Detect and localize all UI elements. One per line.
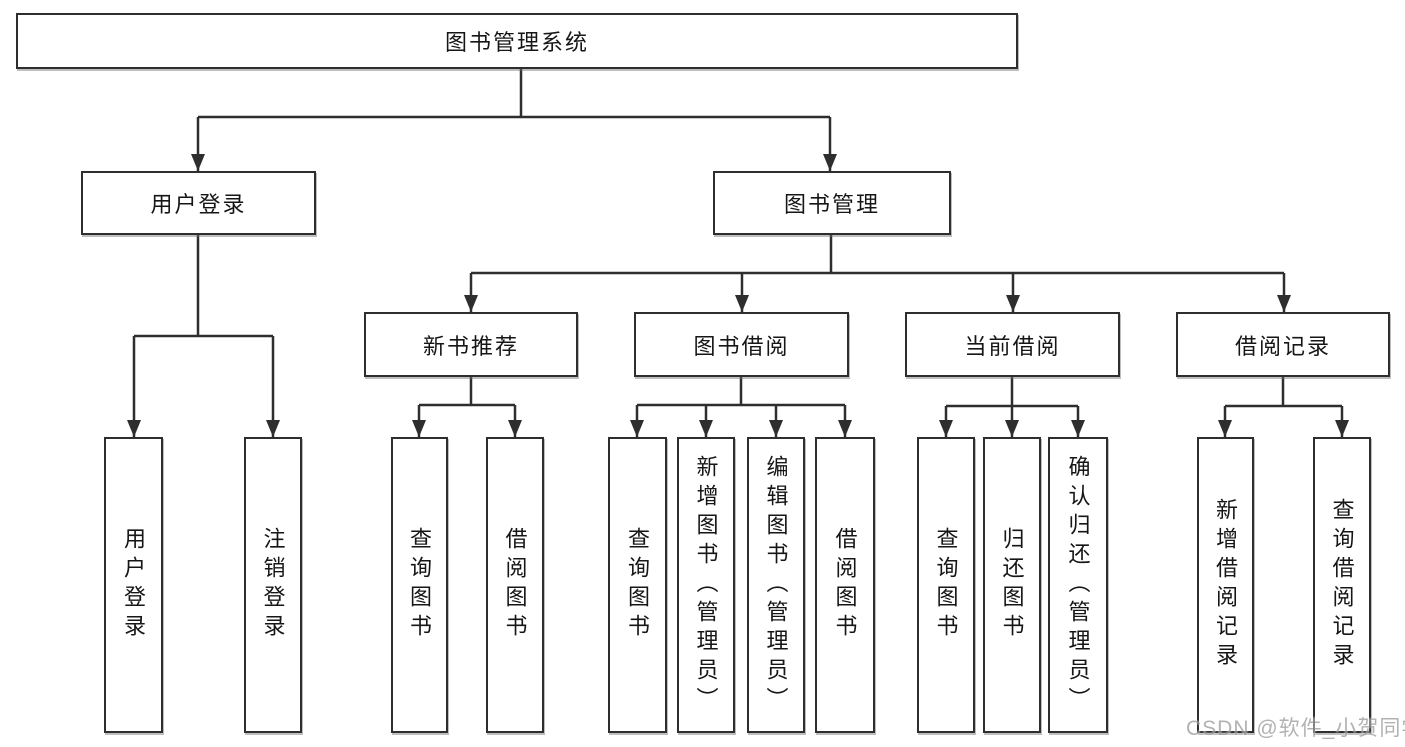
node-book-borrowing: 图书借阅	[634, 312, 849, 377]
leaf-user-login: 用户登录	[104, 437, 163, 733]
connector-current-borrowing-children	[939, 377, 1085, 437]
leaf-borrow-books-borrowing: 借阅图书	[815, 437, 875, 733]
csdn-watermark: CSDN @软件_小贺同学	[1186, 717, 1405, 740]
connector-new-book-children	[412, 377, 522, 437]
node-user-login: 用户登录	[81, 171, 316, 235]
node-new-book-recommendation: 新书推荐	[364, 312, 578, 377]
connector-book-management-children	[464, 235, 1291, 312]
connector-user-login-children	[127, 235, 280, 437]
leaf-edit-books-admin: 编辑图书（管理员）	[747, 437, 805, 733]
node-library-system: 图书管理系统	[16, 13, 1018, 69]
connector-borrow-records-children	[1218, 377, 1349, 437]
connector-root-to-branches	[191, 69, 837, 171]
leaf-query-books-borrowing: 查询图书	[608, 437, 667, 733]
leaf-add-books-admin: 新增图书（管理员）	[677, 437, 735, 733]
connector-book-borrowing-children	[630, 377, 852, 437]
node-book-management: 图书管理	[713, 171, 951, 235]
leaf-borrow-books-recommend: 借阅图书	[486, 437, 544, 733]
leaf-query-borrow-record: 查询借阅记录	[1313, 437, 1371, 733]
leaf-logout-login: 注销登录	[244, 437, 302, 733]
leaf-query-books-recommend: 查询图书	[391, 437, 448, 733]
node-current-borrowing: 当前借阅	[905, 312, 1120, 377]
leaf-query-books-current: 查询图书	[917, 437, 975, 733]
leaf-return-books: 归还图书	[983, 437, 1041, 733]
leaf-confirm-return-admin: 确认归还（管理员）	[1048, 437, 1108, 733]
leaf-add-borrow-record: 新增借阅记录	[1197, 437, 1254, 733]
node-borrow-records: 借阅记录	[1176, 312, 1390, 377]
